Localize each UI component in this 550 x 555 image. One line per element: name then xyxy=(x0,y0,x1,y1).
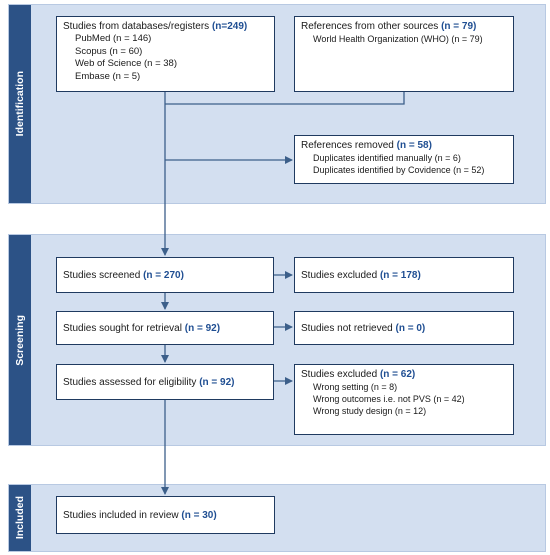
removed-title: References removed xyxy=(301,140,394,151)
screened-title-line: Studies screened (n = 270) xyxy=(63,269,184,282)
identification-tab: Identification xyxy=(9,5,31,203)
excluded-screen-box: Studies excluded (n = 178) xyxy=(294,257,514,293)
databases-item-scopus: Scopus (n = 60) xyxy=(75,45,143,57)
databases-title-line: Studies from databases/registers (n=249) xyxy=(63,20,268,33)
excluded-elig-item-outcomes: Wrong outcomes i.e. not PVS (n = 42) xyxy=(313,394,465,404)
excluded-elig-count: (n = 62) xyxy=(379,369,416,380)
screened-count: (n = 270) xyxy=(143,269,184,281)
not-retrieved-box: Studies not retrieved (n = 0) xyxy=(294,311,514,345)
databases-box: Studies from databases/registers (n=249)… xyxy=(56,16,275,92)
excluded-elig-box: Studies excluded (n = 62) Wrong setting … xyxy=(294,364,514,435)
not-retrieved-title: Studies not retrieved xyxy=(301,322,393,334)
other-sources-box: References from other sources (n = 79) W… xyxy=(294,16,514,92)
excluded-elig-item-design: Wrong study design (n = 12) xyxy=(313,406,427,416)
eligibility-box: Studies assessed for eligibility (n = 92… xyxy=(56,364,274,400)
other-sources-count: (n = 79) xyxy=(441,21,477,32)
included-title: Studies included in review xyxy=(63,509,179,521)
excluded-elig-title: Studies excluded xyxy=(301,369,378,380)
connector-other-sources xyxy=(165,92,405,105)
removed-box: References removed (n = 58) Duplicates i… xyxy=(294,135,514,184)
not-retrieved-count: (n = 0) xyxy=(395,322,426,334)
removed-count: (n = 58) xyxy=(396,140,432,151)
excluded-screen-count: (n = 178) xyxy=(379,269,421,281)
retrieval-title: Studies sought for retrieval xyxy=(63,322,182,334)
eligibility-title-line: Studies assessed for eligibility (n = 92… xyxy=(63,376,234,389)
databases-count: (n=249) xyxy=(211,21,248,32)
retrieval-box: Studies sought for retrieval (n = 92) xyxy=(56,311,274,345)
screened-box: Studies screened (n = 270) xyxy=(56,257,274,293)
excluded-elig-item-setting: Wrong setting (n = 8) xyxy=(313,382,398,392)
included-tab: Included xyxy=(9,485,31,551)
eligibility-count: (n = 92) xyxy=(199,376,235,388)
excluded-elig-title-line: Studies excluded (n = 62) xyxy=(301,368,507,381)
other-sources-title-line: References from other sources (n = 79) xyxy=(301,20,507,33)
retrieval-title-line: Studies sought for retrieval (n = 92) xyxy=(63,322,220,335)
eligibility-title: Studies assessed for eligibility xyxy=(63,376,197,388)
removed-item-manual: Duplicates identified manually (n = 6) xyxy=(313,153,461,163)
screened-title: Studies screened xyxy=(63,269,141,281)
databases-item-embase: Embase (n = 5) xyxy=(75,70,141,82)
other-sources-item-who: World Health Organization (WHO) (n = 79) xyxy=(313,34,483,44)
included-title-line: Studies included in review (n = 30) xyxy=(63,509,217,522)
databases-title: Studies from databases/registers xyxy=(63,21,210,32)
removed-item-covidence: Duplicates identified by Covidence (n = … xyxy=(313,165,485,175)
retrieval-count: (n = 92) xyxy=(184,322,221,334)
excluded-screen-title: Studies excluded xyxy=(301,269,378,281)
databases-item-pubmed: PubMed (n = 146) xyxy=(75,33,152,44)
other-sources-title: References from other sources xyxy=(301,21,439,32)
included-box: Studies included in review (n = 30) xyxy=(56,496,275,534)
included-count: (n = 30) xyxy=(181,509,217,521)
databases-item-wos: Web of Science (n = 38) xyxy=(75,58,178,69)
screening-tab: Screening xyxy=(9,235,31,445)
removed-title-line: References removed (n = 58) xyxy=(301,139,507,152)
not-retrieved-title-line: Studies not retrieved (n = 0) xyxy=(301,322,425,335)
excluded-screen-title-line: Studies excluded (n = 178) xyxy=(301,269,421,282)
